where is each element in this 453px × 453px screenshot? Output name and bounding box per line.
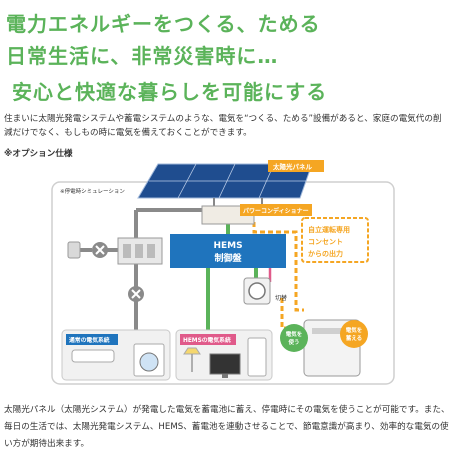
use-electricity-badge bbox=[280, 324, 308, 352]
store-line2: 蓄える bbox=[346, 334, 362, 342]
solar-panel-label: 太陽光パネル bbox=[272, 162, 313, 171]
store-line1: 電気を bbox=[346, 326, 363, 334]
hems-label-line2: 制御盤 bbox=[214, 252, 242, 264]
headline-line-3: 安心と快適な暮らしを可能にする bbox=[12, 80, 328, 104]
orange-dashed-wire-outer bbox=[252, 222, 304, 312]
tv-icon bbox=[209, 353, 241, 378]
lamp-icon bbox=[183, 347, 201, 372]
hems-system-label: HEMSの電気系統 bbox=[183, 336, 231, 344]
hems-system-label-box bbox=[180, 334, 236, 345]
headline-line-2: 日常生活に、非常災害時に… bbox=[6, 44, 279, 68]
power-conditioner-label-box bbox=[240, 204, 312, 216]
diagram-panel-title: ※停電時シミュレーション bbox=[60, 187, 125, 195]
board-slot-3 bbox=[147, 244, 155, 258]
outlet-note-box bbox=[301, 217, 369, 263]
headline-line-1: 電力エネルギーをつくる、ためる bbox=[6, 12, 321, 36]
option-note: ※オプション仕様 bbox=[4, 149, 73, 159]
air-conditioner-icon bbox=[71, 349, 115, 363]
hems-control-panel bbox=[170, 234, 286, 268]
outro-text: 太陽光パネル（太陽光システム）が発電した電気を蓄電池に蓄え、停電時にその電気を使… bbox=[4, 405, 450, 449]
blocked-icon-breaker bbox=[92, 242, 108, 258]
use-line1: 電気を bbox=[286, 330, 303, 338]
meter-icon bbox=[67, 241, 81, 259]
board-slot-1 bbox=[123, 244, 131, 258]
intro-text: 住まいに太陽光発電システムや蓄電システムのような、電気を“つくる、ためる”設備が… bbox=[4, 114, 442, 138]
solar-panel-label-box bbox=[268, 160, 324, 172]
outlet-note-line3: からの出力 bbox=[308, 249, 343, 258]
power-conditioner-label: パワーコンディショナー bbox=[243, 207, 309, 215]
hems-label-line1: HEMS bbox=[213, 241, 242, 251]
outlet-note-line2: コンセント bbox=[308, 238, 343, 246]
store-electricity-badge bbox=[340, 320, 368, 348]
switch-label: 切替 bbox=[275, 294, 287, 302]
power-system-diagram: ※停電時シミュレーション 太陽光パネル パワーコンディショナー bbox=[51, 160, 395, 385]
normal-system-label: 通常の電気系統 bbox=[69, 336, 110, 344]
normal-system-label-box bbox=[66, 334, 118, 345]
blocked-icon-normal bbox=[128, 286, 144, 302]
refrigerator-icon bbox=[247, 337, 267, 377]
board-slot-2 bbox=[135, 244, 143, 258]
use-line2: 使う bbox=[287, 338, 299, 346]
outlet-note-line1: 自立運転専用 bbox=[308, 225, 350, 234]
switch-dial-icon bbox=[248, 282, 266, 300]
washing-machine-icon bbox=[133, 343, 165, 377]
solar-panel-icon bbox=[137, 163, 313, 206]
